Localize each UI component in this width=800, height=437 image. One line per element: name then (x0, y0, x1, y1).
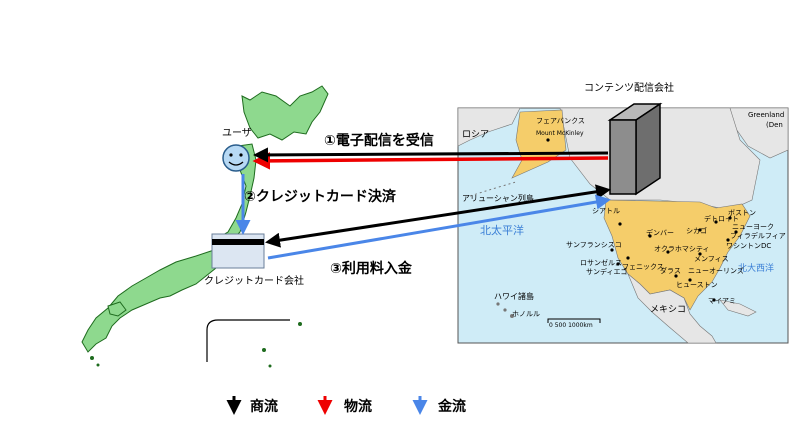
map-label-houston: ヒューストン (676, 281, 718, 289)
legend-commerce-label: 商流 (250, 399, 278, 415)
map-label-chicago: シカゴ (686, 227, 707, 235)
deposit-arrow-blue (267, 194, 611, 260)
legend-logistics-label: 物流 (344, 399, 372, 415)
flow3-label: ③利用料入金 (330, 261, 412, 277)
map-label-seattle: シアトル (592, 207, 620, 215)
map-label-new-orleans: ニューオーリンズ (688, 267, 744, 275)
card-company-label: クレジットカード会社 (204, 276, 304, 287)
map-label-denver: デンバー (646, 229, 674, 237)
user-label: ユーザ (222, 128, 252, 139)
flow2-label: ②クレジットカード決済 (244, 189, 396, 205)
map-label-detroit: デトロイト (704, 215, 739, 223)
map-label-phoenix: フェニックス (622, 263, 664, 271)
map-label-fairbanks: フェアバンクス (536, 117, 585, 125)
map-label-boston: ボストン (728, 209, 756, 217)
map-label-washington: ワシントンDC (726, 242, 772, 250)
delivery-arrow-red (252, 152, 609, 170)
map-label-los-angeles: ロサンゼルス (580, 259, 622, 267)
map-label-philadelphia: フィラデルフィア (730, 232, 786, 240)
map-label-mexico: メキシコ (650, 305, 687, 315)
map-label-mckinley: Mount McKinley (536, 130, 584, 137)
map-label-memphis: メンフィス (694, 255, 729, 263)
flow1-label: ①電子配信を受信 (324, 133, 434, 149)
payment-arrow-black (265, 184, 611, 248)
map-label-honolulu: ホノルル (512, 310, 540, 318)
legend-money-label: 金流 (438, 399, 466, 415)
map-label-russia: ロシア (462, 130, 490, 140)
map-label-greenland: Greenland (748, 111, 785, 119)
map-label-north-pacific: 北太平洋 (480, 224, 524, 237)
content-server-icon (607, 102, 663, 196)
map-scale-label: 0 500 1000km (549, 322, 593, 329)
map-label-hawaii: ハワイ諸島 (494, 292, 534, 301)
map-label-new-york: ニューヨーク (732, 223, 774, 231)
map-label-oklahoma: オクラホマシティ (654, 245, 710, 253)
japan-map (81, 85, 329, 368)
map-label-san-francisco: サンフランシスコ (566, 241, 622, 249)
map-label-dallas: ダラス (660, 267, 681, 275)
map-label-aleutian: アリューシャン列島 (462, 194, 534, 203)
delivery-arrow-black (253, 147, 609, 163)
credit-card-icon (211, 233, 265, 269)
user-face-icon (222, 144, 250, 172)
map-label-north-atlantic: 北大西洋 (738, 264, 775, 274)
map-label-miami: マイアミ (708, 297, 736, 305)
distributor-label: コンテンツ配信会社 (584, 83, 674, 94)
map-label-denmark: (Den (766, 121, 783, 129)
map-label-san-diego: サンディエゴ (586, 268, 628, 276)
